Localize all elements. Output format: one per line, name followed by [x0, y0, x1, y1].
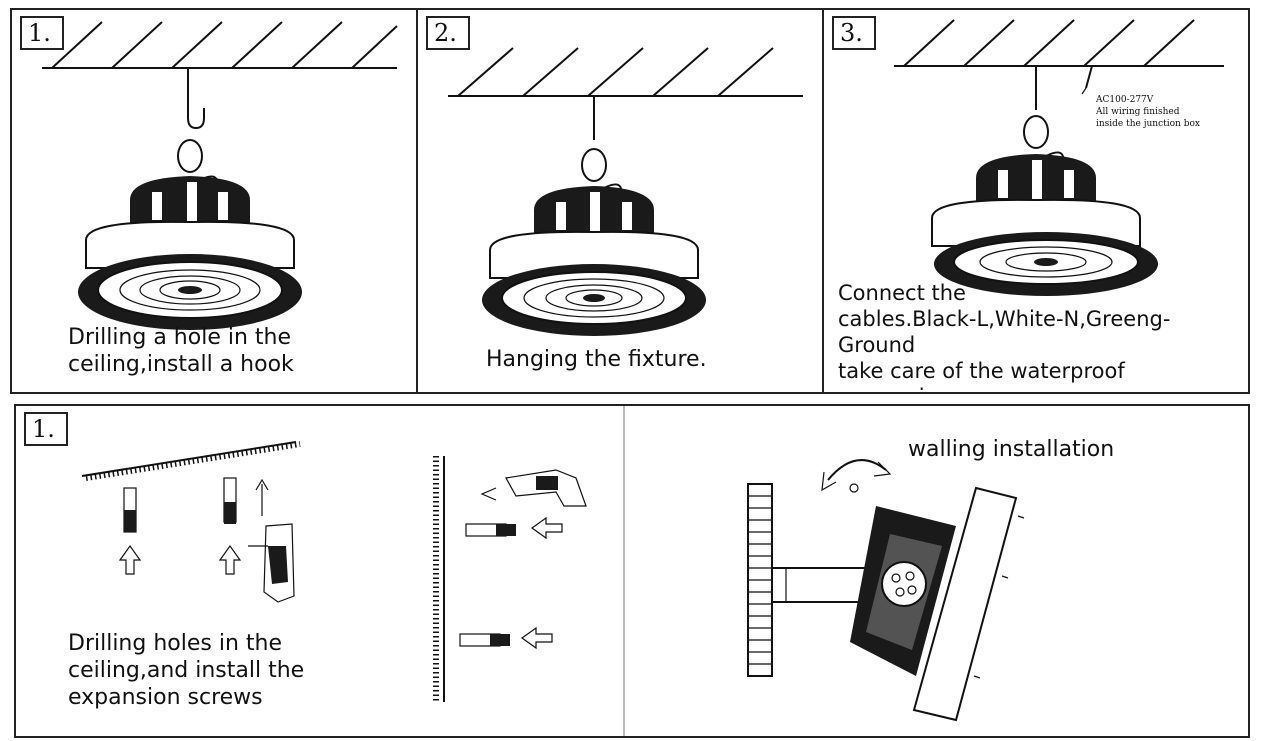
step-number: 1.	[20, 16, 64, 50]
high-bay-light	[850, 486, 1025, 722]
step-number: 3.	[832, 16, 876, 50]
ceiling-hatch	[448, 47, 803, 97]
step-1-caption: Drilling a hole in the ceiling,install a…	[68, 325, 294, 377]
ceiling-hatch	[81, 441, 301, 481]
drill-icon	[505, 469, 587, 507]
step-1-panel: 1. Drilling a h	[10, 8, 418, 394]
rotate-arrow-icon	[821, 459, 892, 493]
high-bay-light	[931, 66, 1158, 296]
step-2-panel: 2. Hanging the fixture.	[416, 8, 824, 394]
step-3-panel: 3. AC100-277V All wiri	[822, 8, 1250, 394]
wiring-note: AC100-277V All wiring finished inside th…	[1096, 95, 1200, 129]
step-3-illustration	[894, 19, 1224, 296]
arrow-icon	[118, 478, 269, 575]
step-2-illustration	[448, 47, 803, 336]
bottom-caption: Drilling holes in the ceiling,and instal…	[68, 631, 305, 710]
expansion-screw-icon	[459, 523, 516, 647]
cable-icon	[1081, 65, 1093, 95]
ceiling-hatch	[42, 21, 398, 69]
high-bay-light	[78, 139, 302, 330]
wall-hatch	[433, 456, 445, 702]
bottom-panel: 1.	[14, 404, 1250, 738]
drill-icon	[248, 523, 295, 603]
walling-title: walling installation	[908, 437, 1115, 462]
high-bay-light	[482, 96, 706, 336]
hook-icon	[187, 68, 205, 130]
ceiling-hatch	[894, 19, 1224, 67]
bottom-illustration	[81, 406, 1025, 736]
step-2-caption: Hanging the fixture.	[486, 347, 707, 372]
expansion-screw-icon	[123, 477, 237, 533]
brick-wall	[747, 483, 773, 677]
arrow-icon	[480, 487, 563, 650]
step-1-illustration	[42, 21, 398, 330]
step-number: 2.	[426, 16, 470, 50]
step-number: 1.	[24, 412, 68, 446]
step-3-caption: Connect the cables.Black-L,White-N,Green…	[838, 281, 1171, 392]
